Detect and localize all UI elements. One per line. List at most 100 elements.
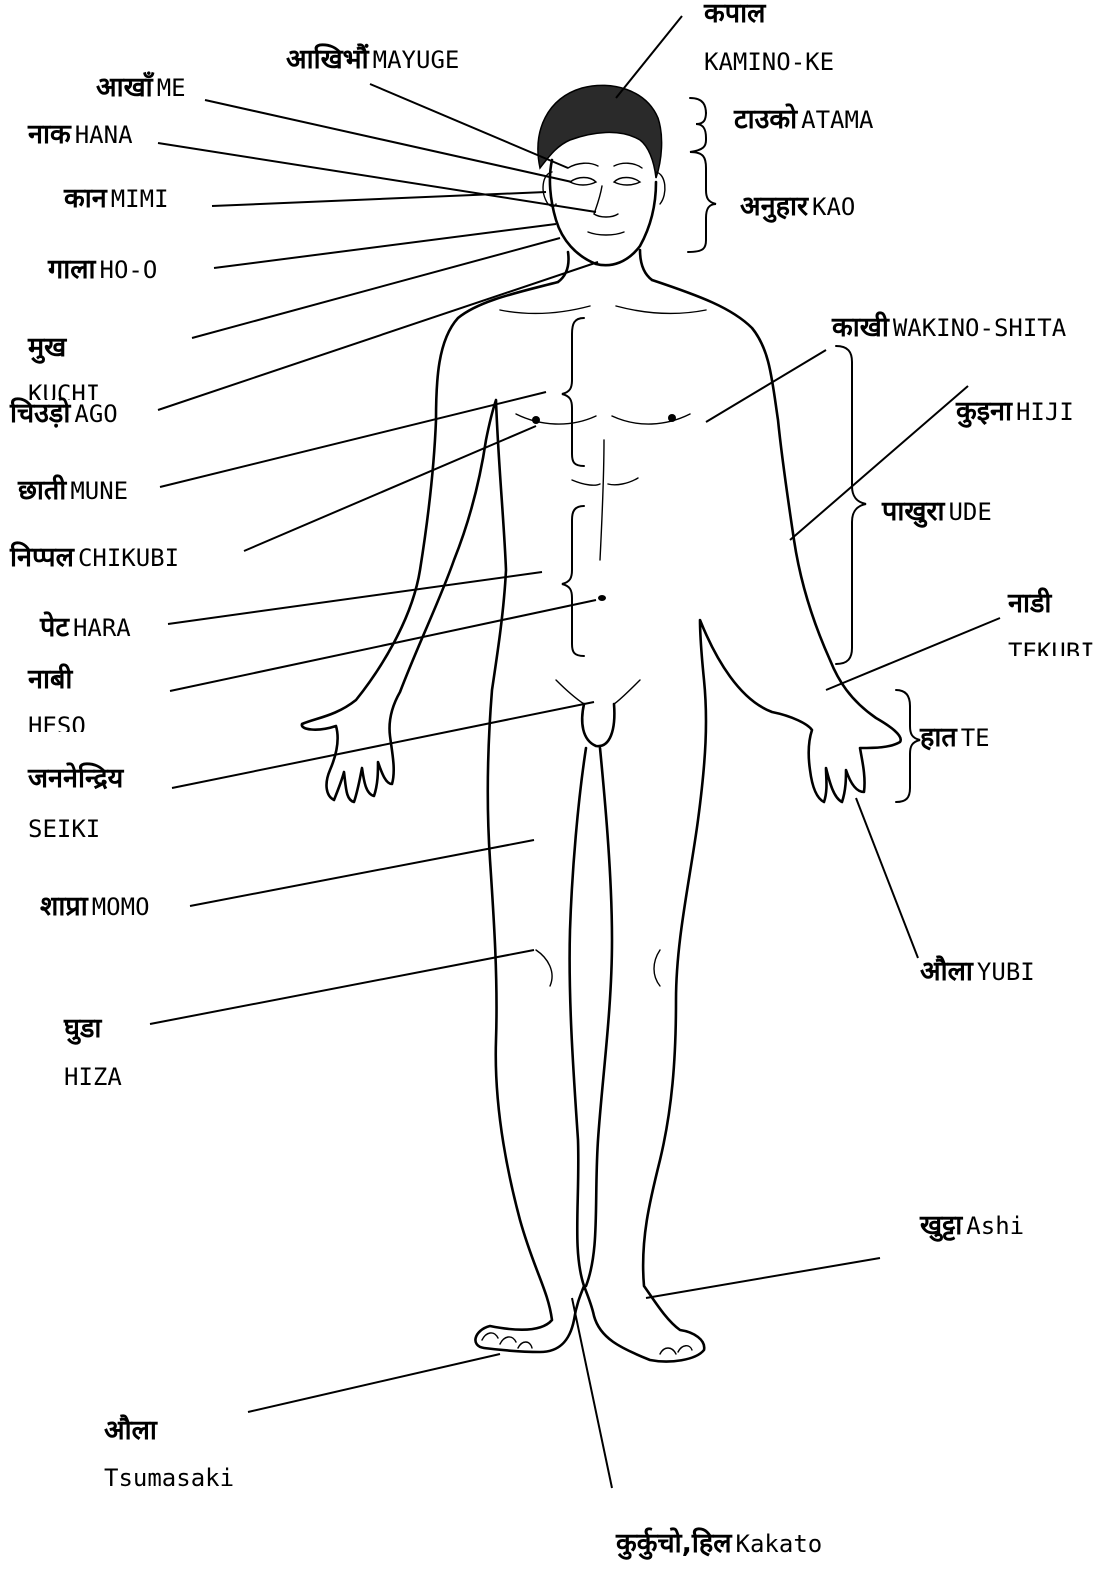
label-heel: कुर्कुचो,हिल Kakato <box>616 1530 822 1557</box>
label-cheek-japanese: HO-O <box>100 256 158 284</box>
groin-line-right <box>614 680 640 704</box>
leader-chest <box>160 392 546 487</box>
label-wrist-nepali: नाडी <box>1008 588 1051 619</box>
label-forehead: कपाल <box>704 0 765 27</box>
label-forehead-jp: KAMINO-KE <box>704 50 834 74</box>
label-wrist-jp: TEKUBI <box>1008 640 1095 656</box>
label-knee: घुडा <box>64 1015 101 1042</box>
right-eyebrow <box>614 163 642 168</box>
label-thigh-japanese: MOMO <box>92 893 150 921</box>
label-belly-nepali: पेट <box>40 612 69 643</box>
label-cheek: गाला HO-O <box>48 256 157 283</box>
leader-belly <box>168 572 542 624</box>
label-heel-japanese: Kakato <box>736 1530 823 1558</box>
label-elbow-nepali: कुइना <box>956 396 1012 427</box>
leader-mouth <box>192 238 560 338</box>
label-genitals: जननेन्द्रिय <box>28 765 123 792</box>
right-ear <box>656 172 665 204</box>
label-eye-japanese: ME <box>157 74 186 102</box>
leader-chin <box>158 262 598 410</box>
label-face: अनुहार KAO <box>740 193 855 220</box>
label-wrist: नाडी <box>1008 590 1051 617</box>
brace-head-face <box>688 98 716 252</box>
abs-left <box>572 480 600 485</box>
leader-finger <box>856 798 918 958</box>
label-chest-japanese: MUNE <box>70 477 128 505</box>
label-face-japanese: KAO <box>812 193 855 221</box>
label-mouth: मुख <box>28 334 66 361</box>
leader-lines <box>150 16 1000 1488</box>
label-eye: आखाँ ME <box>96 74 186 101</box>
human-figure <box>302 85 901 1361</box>
label-thigh-nepali: शाप्रा <box>40 891 88 922</box>
label-ear: कान MIMI <box>64 185 169 212</box>
collarbone-left <box>500 306 590 313</box>
label-armpit-japanese: WAKINO-SHITA <box>893 314 1066 342</box>
label-eyebrow: आखिभौं MAYUGE <box>286 46 459 73</box>
leader-heel <box>572 1298 612 1488</box>
label-knee-japanese: HIZA <box>64 1063 122 1091</box>
label-head-japanese: ATAMA <box>801 106 873 134</box>
label-finger-nepali: औला <box>920 956 973 987</box>
label-toe: औला <box>104 1417 157 1444</box>
leader-ear <box>212 192 546 206</box>
groin-line-left <box>556 680 584 704</box>
label-chest: छाती MUNE <box>18 477 128 504</box>
label-nipple-nepali: निप्पल <box>10 542 74 573</box>
label-eyebrow-japanese: MAYUGE <box>373 46 460 74</box>
label-belly-japanese: HARA <box>73 614 131 642</box>
label-arm: पाखुरा UDE <box>882 498 992 525</box>
brace-chest <box>562 318 584 466</box>
mouth-shape <box>588 232 624 235</box>
label-finger-japanese: YUBI <box>977 958 1035 986</box>
label-leg-nepali: खुट्टा <box>920 1210 962 1241</box>
label-nose-japanese: HANA <box>75 121 133 149</box>
label-mouth-nepali: मुख <box>28 332 66 363</box>
label-leg: खुट्टा Ashi <box>920 1212 1024 1239</box>
label-knee-jp: HIZA <box>64 1065 122 1089</box>
label-eye-nepali: आखाँ <box>96 72 153 103</box>
label-navel: नाबी <box>28 666 72 693</box>
label-wrist-japanese: TEKUBI <box>1008 640 1095 656</box>
navel-dot <box>598 595 606 601</box>
label-hand-nepali: हात <box>920 722 957 753</box>
label-elbow-japanese: HIJI <box>1016 398 1074 426</box>
leader-nipple <box>244 426 536 551</box>
label-eyebrow-nepali: आखिभौं <box>286 44 369 75</box>
right-nipple <box>668 414 676 422</box>
label-hand: हात TE <box>920 724 990 751</box>
left-toes <box>482 1333 532 1348</box>
leader-forehead <box>616 16 682 98</box>
body-outline <box>302 280 901 1362</box>
collarbone-right <box>616 306 706 313</box>
label-forehead-nepali: कपाल <box>704 0 765 29</box>
leader-leg <box>646 1258 880 1298</box>
right-knee <box>654 950 660 986</box>
label-thigh: शाप्रा MOMO <box>40 893 150 920</box>
pectoral-right <box>612 414 690 424</box>
label-face-nepali: अनुहार <box>740 191 808 222</box>
label-nose-nepali: नाक <box>28 119 71 150</box>
label-genitals-japanese: SEIKI <box>28 815 100 843</box>
label-knee-nepali: घुडा <box>64 1013 101 1044</box>
left-knee <box>536 950 552 986</box>
leader-eyebrow <box>370 84 568 168</box>
label-forehead-japanese: KAMINO-KE <box>704 48 834 76</box>
label-navel-japanese: HESO <box>28 714 86 732</box>
leader-thigh <box>190 840 534 906</box>
label-head: टाउको ATAMA <box>734 106 873 133</box>
nose-shape <box>594 186 618 217</box>
label-heel-nepali: कुर्कुचो,हिल <box>616 1528 732 1559</box>
leader-knee <box>150 950 534 1024</box>
label-armpit: काखी WAKINO-SHITA <box>832 314 1066 341</box>
label-toe-jp: Tsumasaki <box>104 1466 234 1490</box>
label-elbow: कुइना HIJI <box>956 398 1074 425</box>
label-chest-nepali: छाती <box>18 475 66 506</box>
label-leg-japanese: Ashi <box>966 1212 1024 1240</box>
left-nipple <box>532 416 540 424</box>
genitals-shape <box>582 704 614 746</box>
label-chin-nepali: चिउड़ो <box>10 398 70 429</box>
neck-right <box>640 250 652 280</box>
label-toe-japanese: Tsumasaki <box>104 1464 234 1492</box>
